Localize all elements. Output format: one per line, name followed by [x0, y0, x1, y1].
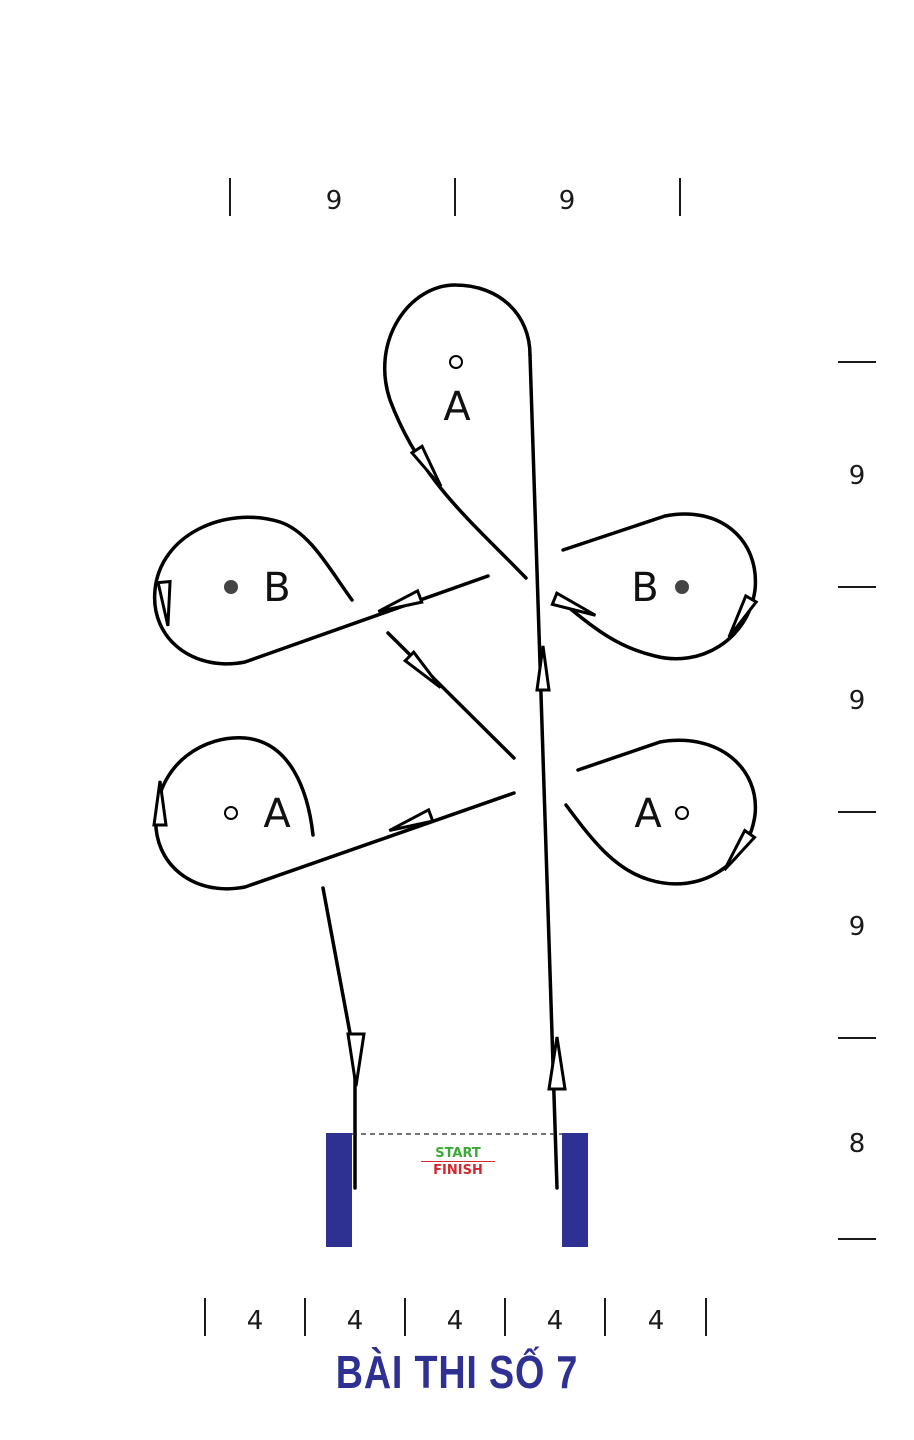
marker-a-left: A [224, 791, 291, 837]
right-dimension-label: 9 [849, 912, 866, 942]
cone-icon [224, 580, 238, 594]
top-dimension-label: 9 [559, 186, 576, 216]
marker-label: A [634, 791, 662, 837]
marker-label: B [263, 565, 290, 611]
arrow-icon [156, 579, 172, 627]
arrow-icon [377, 588, 424, 613]
marker-label: B [631, 565, 658, 611]
loop-left-b [152, 515, 490, 666]
bottom-dimension-label: 4 [447, 1306, 464, 1336]
page-title: BÀI THI SỐ 7 [335, 1346, 579, 1398]
center-line [528, 353, 559, 1190]
top-dimension-ruler [229, 178, 681, 216]
cone-icon [449, 355, 463, 369]
bottom-dimension-label: 4 [547, 1306, 564, 1336]
arrow-icon [346, 1032, 366, 1087]
start-label: START [435, 1146, 481, 1161]
bottom-dimension-label: 4 [247, 1306, 264, 1336]
marker-label: A [263, 791, 291, 837]
marker-label: A [443, 384, 471, 430]
arrow-icon [723, 828, 757, 872]
loop-left-a [154, 736, 516, 891]
gate-post-left [326, 1133, 352, 1247]
diagonal-lb [386, 631, 516, 760]
gate-post-right [562, 1133, 588, 1247]
right-dimension-ruler [838, 361, 876, 1240]
loop-top-a [383, 283, 532, 580]
arrow-icon [152, 780, 168, 827]
arrow-icon [535, 645, 551, 692]
bottom-dimension-label: 4 [347, 1306, 364, 1336]
arrow-icon [402, 649, 442, 689]
arrow-icon [409, 444, 443, 488]
loop-right-b [558, 512, 758, 661]
marker-a-top: A [443, 355, 471, 430]
right-dimension-label: 9 [849, 461, 866, 491]
arrow-icon [388, 807, 435, 832]
cone-icon [675, 580, 689, 594]
marker-b-right: B [631, 565, 689, 611]
right-dimension-label: 8 [849, 1129, 866, 1159]
marker-b-left: B [224, 565, 291, 611]
top-dimension-label: 9 [326, 186, 343, 216]
direction-arrows [152, 444, 759, 1091]
bottom-dimension-ruler [204, 1298, 707, 1336]
marker-a-right: A [634, 791, 689, 837]
arrow-icon [550, 591, 597, 617]
bottom-dimension-label: 4 [648, 1306, 665, 1336]
start-underline [421, 1161, 495, 1162]
arrow-icon [547, 1036, 567, 1091]
cone-icon [675, 806, 689, 820]
arrow-icon [727, 593, 759, 638]
cone-icon [224, 806, 238, 820]
finish-label: FINISH [433, 1163, 483, 1178]
right-dimension-label: 9 [849, 686, 866, 716]
